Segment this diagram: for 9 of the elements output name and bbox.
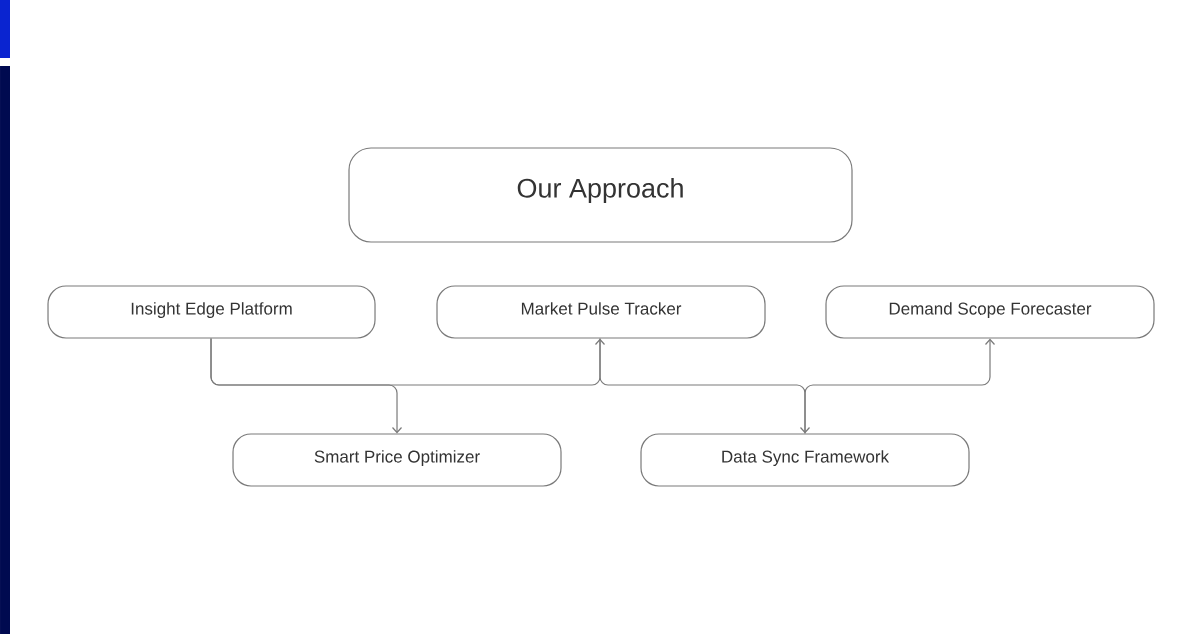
process-box: Data Sync Framework (640, 433, 970, 487)
process-box: Demand Scope Forecaster (825, 285, 1155, 339)
process-box: Smart Price Optimizer (232, 433, 562, 487)
connector-arrow (210, 338, 606, 386)
connector-arrow (599, 338, 811, 434)
heading-box: Our Approach (348, 147, 853, 243)
process-box: Insight Edge Platform (47, 285, 376, 339)
connector-arrow (804, 338, 996, 434)
process-box: Market Pulse Tracker (436, 285, 766, 339)
